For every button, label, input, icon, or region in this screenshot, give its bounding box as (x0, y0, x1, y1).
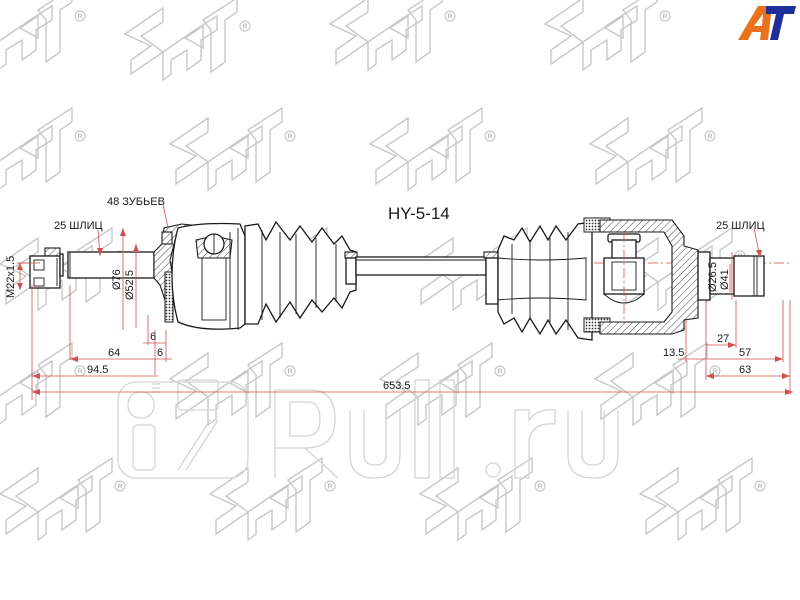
thread-label: M22x1.5 (5, 256, 17, 298)
left-spline-label: 25 ШЛИЦ (54, 220, 103, 232)
dimension-lines (17, 203, 793, 400)
dim-left-gap-2: 6 (157, 347, 163, 359)
dim-overall-length: 653.5 (383, 380, 411, 392)
outer-cv-joint (29, 220, 358, 330)
right-spline-label: 25 ШЛИЦ (716, 220, 765, 232)
watermark-ruli (117, 379, 619, 479)
dim-left-stub-length: 94.5 (87, 364, 108, 376)
inner-cv-joint (483, 217, 765, 341)
dim-right-inner-diameter: Ø26.5 (707, 262, 719, 292)
dim-right-offset: 13.5 (663, 347, 684, 359)
at-logo (738, 6, 796, 40)
dim-right-stub-length: 57 (739, 347, 751, 359)
dim-right-outer-diameter: Ø41 (719, 269, 731, 290)
dim-right-total-length: 63 (739, 364, 751, 376)
abs-teeth-label: 48 ЗУБЬЕВ (107, 196, 165, 208)
main-shaft (355, 256, 487, 276)
part-number: HY-5-14 (388, 204, 450, 223)
dim-left-outer-diameter: Ø76 (111, 269, 123, 290)
dim-left-gap-1: 6 (150, 331, 156, 343)
dim-right-spline-length: 27 (717, 333, 729, 345)
dim-left-seal-diameter: Ø52.5 (124, 270, 136, 300)
dim-left-spline-length: 64 (108, 347, 120, 359)
